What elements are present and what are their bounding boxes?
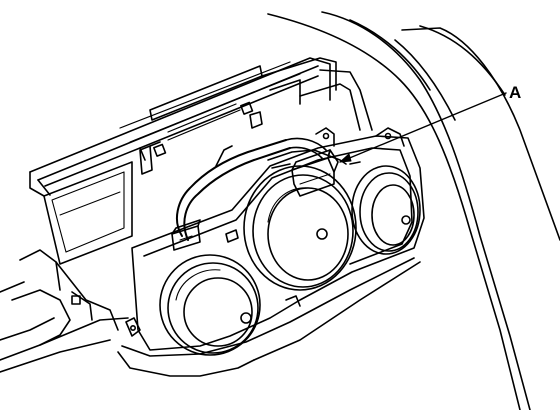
door-frame: [268, 12, 560, 410]
callout-a-label: A: [509, 83, 522, 102]
callout-a-leader: [340, 93, 506, 162]
connector-a: [268, 150, 346, 196]
gauge-left: [160, 255, 260, 355]
gauge-right: [352, 166, 420, 254]
dashboard-panel: [0, 58, 372, 372]
gauge-center: [244, 166, 356, 290]
wiring-harness: [177, 138, 326, 240]
